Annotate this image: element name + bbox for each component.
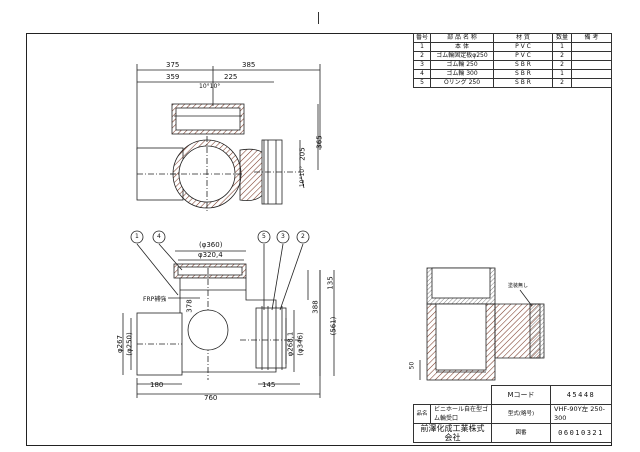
dim-760: 760 — [204, 394, 218, 402]
row-no: 1 — [413, 42, 431, 52]
drawing-frame — [26, 33, 612, 446]
dim-388: 388 — [311, 300, 320, 314]
dia-360: (φ360) — [199, 241, 223, 249]
dia-250: (φ250) — [125, 332, 134, 356]
header-qty: 数量 — [552, 33, 572, 43]
header-note: 備 考 — [571, 33, 612, 43]
section-view — [419, 267, 545, 381]
model-label: 型式(略号) — [491, 404, 551, 424]
front-view — [122, 243, 335, 398]
row-name: ゴム輪固定板φ250 — [430, 51, 494, 61]
callout-2: 2 — [301, 233, 305, 240]
row-material: S B R — [493, 78, 553, 88]
row-note — [571, 78, 612, 88]
row-material: P V C — [493, 51, 553, 61]
name-label: 品名 — [413, 404, 431, 424]
dim-359: 359 — [166, 73, 180, 81]
row-material: S B R — [493, 69, 553, 79]
callout-5: 5 — [262, 233, 266, 240]
top-view — [136, 64, 321, 212]
row-no: 4 — [413, 69, 431, 79]
mcode-value: 45448 — [550, 385, 612, 405]
row-qty: 2 — [552, 60, 572, 70]
table-row: 5 Oリング 250 S B R 2 — [413, 78, 612, 88]
model-value: VHF-90Y左 250-300 — [550, 404, 612, 424]
row-note — [571, 51, 612, 61]
dim-385: 385 — [242, 61, 256, 69]
dia-268: φ268,1 — [286, 331, 295, 357]
row-material: S B R — [493, 60, 553, 70]
callout-bubbles — [130, 230, 310, 244]
drawing-number: 06010321 — [550, 423, 612, 443]
row-no: 3 — [413, 60, 431, 70]
dim-145: 145 — [262, 381, 276, 389]
header-material: 材 質 — [493, 33, 553, 43]
title-row-name: 品名 ビニホール自在型ゴム輪受口 型式(略号) VHF-90Y左 250-300 — [413, 404, 612, 424]
angle-top: 10°10° — [199, 83, 221, 90]
seal-note: 塗装無し — [508, 283, 529, 289]
row-material: P V C — [493, 42, 553, 52]
title-blank — [413, 385, 492, 405]
dim-205: 205 — [298, 147, 307, 161]
header-name: 部 品 名 称 — [430, 33, 494, 43]
title-block: Mコード 45448 品名 ビニホール自在型ゴム輪受口 型式(略号) VHF-9… — [413, 385, 612, 443]
title-row-company: 前澤化成工業株式会社 図番 06010321 — [413, 423, 612, 443]
dim-225: 225 — [224, 73, 238, 81]
parts-header-row: 番号 部 品 名 称 材 質 数量 備 考 — [413, 33, 612, 43]
frp-label: FRP補強 — [143, 296, 167, 303]
callout-3: 3 — [281, 233, 285, 240]
mcode-label: Mコード — [491, 385, 551, 405]
callout-1: 1 — [135, 233, 139, 240]
dim-180: 180 — [150, 381, 164, 389]
title-row-mcode: Mコード 45448 — [413, 385, 612, 405]
dia-267: φ267 — [115, 335, 124, 353]
sheet-center-mark — [318, 12, 319, 24]
header-no: 番号 — [413, 33, 431, 43]
row-name: Oリング 250 — [430, 78, 494, 88]
dim-378: 378 — [185, 299, 194, 313]
table-row: 1 本 体 P V C 1 — [413, 42, 612, 52]
dim-365: 365 — [315, 135, 324, 149]
table-row: 2 ゴム輪固定板φ250 P V C 2 — [413, 51, 612, 61]
dim-135: 135 — [326, 276, 335, 290]
row-no: 5 — [413, 78, 431, 88]
row-name: ゴム輪 250 — [430, 60, 494, 70]
drawing-label: 図番 — [491, 423, 551, 443]
row-name: ゴム輪 300 — [430, 69, 494, 79]
row-note — [571, 69, 612, 79]
table-row: 3 ゴム輪 250 S B R 2 — [413, 60, 612, 70]
company-name: 前澤化成工業株式会社 — [413, 423, 492, 443]
row-qty: 1 — [552, 69, 572, 79]
dim-50: 50 — [408, 361, 416, 370]
row-name: 本 体 — [430, 42, 494, 52]
dim-375: 375 — [166, 61, 180, 69]
row-note — [571, 42, 612, 52]
table-row: 4 ゴム輪 300 S B R 1 — [413, 69, 612, 79]
row-qty: 1 — [552, 42, 572, 52]
dia-320: φ320,4 — [198, 251, 223, 259]
row-note — [571, 60, 612, 70]
dim-561: (561) — [329, 316, 338, 336]
row-qty: 2 — [552, 51, 572, 61]
row-qty: 2 — [552, 78, 572, 88]
angle-right: 10°10° — [299, 165, 307, 188]
dia-346: (φ346) — [296, 332, 305, 356]
callout-4: 4 — [157, 233, 161, 240]
parts-table: 番号 部 品 名 称 材 質 数量 備 考 1 本 体 P V C 1 2 ゴム… — [413, 33, 612, 88]
row-no: 2 — [413, 51, 431, 61]
name-value: ビニホール自在型ゴム輪受口 — [430, 404, 492, 424]
